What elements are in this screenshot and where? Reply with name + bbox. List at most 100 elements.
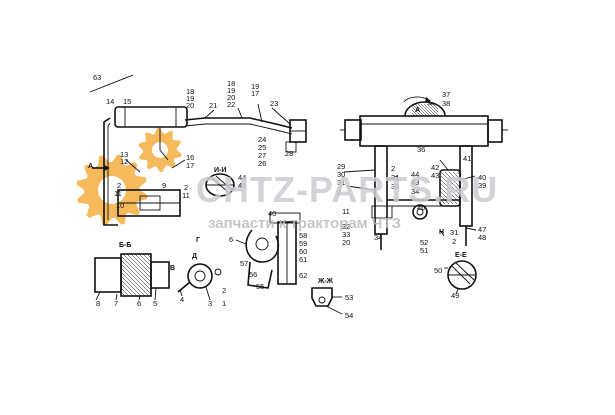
view-d: Д: [192, 253, 197, 260]
callout: 2: [184, 183, 188, 192]
ee-hatch: [451, 265, 471, 285]
callout: 4: [180, 295, 184, 304]
callout: 63: [93, 73, 101, 82]
callout: 30: [337, 170, 345, 179]
callout: 1: [222, 299, 226, 308]
hatch-line: [444, 171, 460, 187]
cam-cap: [269, 212, 301, 224]
callout: 25: [258, 143, 266, 152]
watermark-brand: CHTZ-PARTS.RU: [196, 169, 498, 210]
callout: 20: [227, 93, 235, 102]
hatch-line: [426, 103, 439, 116]
callout: 3: [208, 299, 212, 308]
callout: 43: [431, 171, 439, 180]
hatch-line: [440, 191, 454, 205]
arrow-head: [425, 97, 431, 103]
title-ee: Е-Е: [455, 252, 467, 259]
lever-hub: [187, 263, 213, 289]
hatch-line: [440, 187, 458, 205]
callout: 34: [411, 187, 419, 196]
callout: 9: [162, 181, 166, 190]
leader-52: [439, 229, 445, 237]
hatch-line: [440, 199, 446, 205]
callout: 35: [391, 182, 399, 191]
left-pin-boss: [344, 119, 362, 141]
cam-bore: [255, 237, 269, 251]
callout: 20: [186, 101, 194, 110]
callout: 38: [442, 99, 450, 108]
callout: 13: [120, 150, 128, 159]
section-ee-detail: [444, 260, 477, 295]
callout: 31: [391, 173, 399, 182]
callout: 41: [463, 154, 471, 163]
leader-6-cam: [235, 239, 247, 245]
callout: 20: [342, 238, 350, 247]
right-assembly: [340, 96, 508, 250]
callout: 40: [268, 209, 276, 218]
leader-8: [95, 291, 101, 301]
hatch-line: [120, 271, 146, 297]
cam-detail: [235, 212, 301, 289]
hatch-line: [440, 195, 450, 205]
callout: 19: [227, 86, 235, 95]
oil-tank: [114, 106, 188, 128]
watermark-gear-large: [76, 154, 148, 226]
arrow-head: [104, 165, 110, 171]
callout: 47: [478, 225, 486, 234]
hatch-line: [120, 255, 152, 287]
ee-hatch: [455, 262, 475, 281]
callout-labels: 63 14 15 18 19 20 21 18 19 20 22 19 17 2…: [93, 73, 486, 320]
leader-47: [465, 227, 477, 231]
callout: 28: [285, 149, 293, 158]
rear-beam: [359, 115, 489, 147]
callout: 11: [182, 191, 190, 200]
leader-54: [325, 305, 343, 315]
callout: 56: [249, 270, 257, 279]
view-g: Г: [196, 237, 200, 244]
callout: 11: [342, 207, 350, 216]
callout: 12: [120, 157, 128, 166]
pressure-line: [184, 117, 293, 129]
hatch-line: [134, 253, 152, 271]
callout: 53: [345, 293, 353, 302]
view-n: Н: [439, 229, 444, 236]
callout: 55: [256, 282, 264, 291]
callout: 10: [116, 201, 124, 210]
section-bb-coupling: [94, 253, 170, 301]
hatch-line: [440, 171, 460, 191]
leader-49: [455, 288, 459, 295]
hatch-line: [417, 103, 431, 117]
callout: 19: [251, 82, 259, 91]
callout: 6: [137, 299, 141, 308]
leader-7: [115, 293, 118, 301]
leader-63: [89, 74, 134, 93]
hatch-line: [146, 253, 152, 259]
callout: 18: [186, 87, 194, 96]
hatch-line: [122, 253, 152, 283]
hatch-line: [440, 179, 460, 199]
title-bb: Б-Б: [119, 242, 131, 249]
callout: 31: [337, 178, 345, 187]
gear-hole: [98, 176, 126, 204]
callout: 44: [411, 170, 419, 179]
hatch-line: [120, 291, 126, 297]
sector-hatching: [411, 103, 439, 117]
callout: 27: [258, 151, 266, 160]
frame-pipe-inner: [107, 122, 111, 220]
coupling-body-right: [150, 261, 170, 289]
pivot-knuckle: [412, 204, 428, 220]
callout: 39: [478, 181, 486, 190]
leader-4: [179, 289, 183, 297]
section-ii-detail: [205, 173, 235, 197]
hatch-line: [138, 253, 152, 267]
hatch-line: [414, 103, 428, 117]
cam-outline: [245, 229, 280, 263]
view-v-lever: [177, 263, 222, 301]
callout: 2: [452, 237, 456, 246]
frame-pipe: [103, 117, 118, 226]
hatch-line: [411, 106, 422, 117]
callout: 2: [337, 188, 341, 197]
hitch-block: [371, 205, 393, 219]
callout: 14: [106, 97, 114, 106]
